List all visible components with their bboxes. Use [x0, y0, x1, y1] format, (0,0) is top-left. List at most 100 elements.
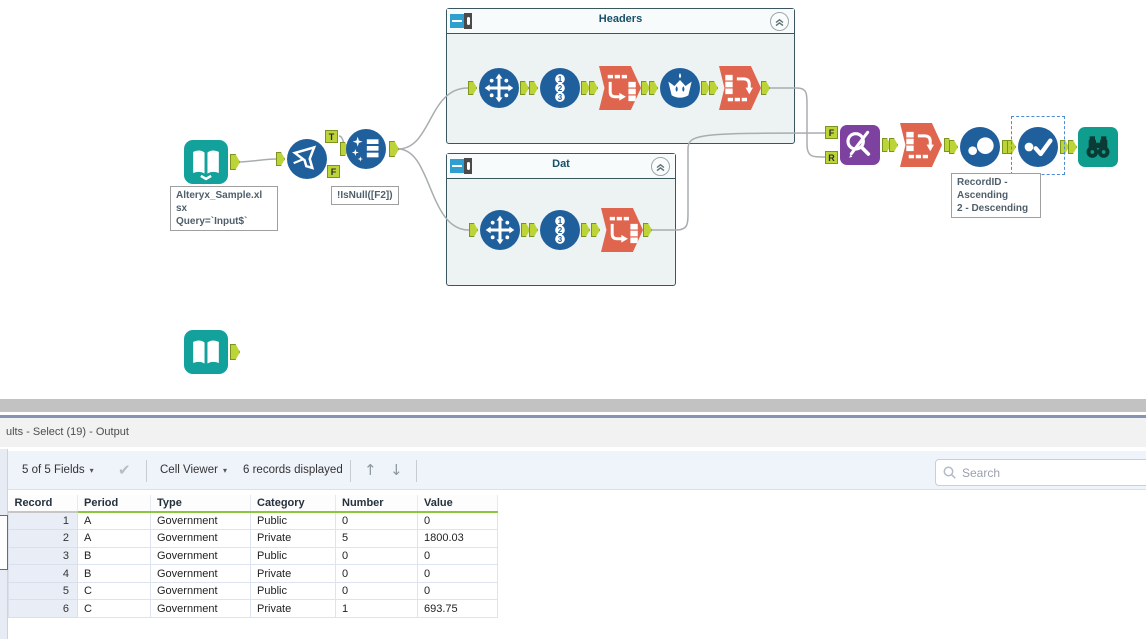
- data-cell[interactable]: Government: [150, 546, 251, 566]
- search-input[interactable]: [962, 461, 1142, 484]
- collapse-container-button[interactable]: [651, 157, 670, 176]
- input-anchor[interactable]: [889, 138, 898, 152]
- column-header-record[interactable]: Record: [8, 495, 78, 513]
- record-number-cell[interactable]: 3: [8, 546, 78, 566]
- input-anchor[interactable]: [1068, 140, 1077, 154]
- input-anchor[interactable]: [468, 81, 477, 95]
- data-cell[interactable]: 0: [335, 581, 418, 601]
- sample-tool[interactable]: [660, 68, 700, 108]
- data-cell[interactable]: Private: [250, 564, 336, 583]
- data-cell[interactable]: Public: [250, 546, 336, 566]
- data-cell[interactable]: 693.75: [417, 599, 498, 619]
- data-cell[interactable]: Government: [150, 511, 251, 531]
- input-anchor[interactable]: [529, 81, 538, 95]
- true-output-anchor[interactable]: T: [325, 130, 338, 143]
- input-anchor[interactable]: [949, 140, 958, 154]
- apply-check-icon[interactable]: ✔: [118, 461, 131, 479]
- data-cell[interactable]: 1800.03: [417, 529, 498, 548]
- crosstab-tool[interactable]: [719, 66, 761, 110]
- record-number-cell[interactable]: 2: [8, 529, 78, 548]
- input-anchor[interactable]: [709, 81, 718, 95]
- input-anchor[interactable]: [591, 223, 600, 237]
- find-replace-tool[interactable]: [840, 125, 880, 165]
- tool-annotation-sort[interactable]: RecordID - Ascending 2 - Descending: [951, 173, 1041, 218]
- data-cell[interactable]: 0: [335, 511, 418, 531]
- sort-tool[interactable]: [960, 127, 1000, 167]
- crosstab-tool[interactable]: [900, 123, 942, 167]
- output-anchor[interactable]: [230, 344, 240, 360]
- input-data-tool[interactable]: [184, 330, 228, 374]
- tool-annotation-filter[interactable]: !IsNull([F2]): [331, 186, 399, 205]
- record-number-cell[interactable]: 4: [8, 564, 78, 583]
- browse-tool[interactable]: [1078, 127, 1118, 167]
- data-cell[interactable]: Private: [250, 529, 336, 548]
- data-cell[interactable]: 0: [335, 546, 418, 566]
- fields-dropdown[interactable]: 5 of 5 Fields▾: [22, 464, 94, 476]
- transpose-tool[interactable]: [601, 208, 643, 252]
- cell-viewer-dropdown[interactable]: Cell Viewer▾: [160, 464, 227, 476]
- replace-input-anchor[interactable]: R: [825, 151, 838, 164]
- column-header-type[interactable]: Type: [150, 495, 251, 513]
- data-cell[interactable]: C: [77, 599, 151, 619]
- data-cell[interactable]: B: [77, 564, 151, 583]
- record-number-cell[interactable]: 5: [8, 581, 78, 601]
- container-header-bar[interactable]: Headers: [447, 9, 794, 34]
- data-cell[interactable]: Public: [250, 581, 336, 601]
- record-id-tool[interactable]: 1 2 3: [540, 68, 580, 108]
- container-enable-toggle[interactable]: [450, 158, 472, 174]
- data-cell[interactable]: 5: [335, 529, 418, 548]
- arrange-arrows-tool[interactable]: [479, 68, 519, 108]
- column-header-category[interactable]: Category: [250, 495, 336, 513]
- record-id-tool[interactable]: 1 2 3: [540, 210, 580, 250]
- data-cell[interactable]: 1: [335, 599, 418, 619]
- transpose-tool[interactable]: [599, 66, 641, 110]
- output-anchor[interactable]: [581, 223, 590, 237]
- collapse-container-button[interactable]: [770, 12, 789, 31]
- data-cell[interactable]: 0: [417, 564, 498, 583]
- output-anchor[interactable]: [520, 81, 529, 95]
- data-cell[interactable]: Government: [150, 599, 251, 619]
- input-data-tool[interactable]: [184, 140, 228, 184]
- output-anchor[interactable]: [761, 81, 770, 95]
- data-cell[interactable]: 0: [417, 546, 498, 566]
- data-cell[interactable]: Government: [150, 581, 251, 601]
- input-anchor[interactable]: [529, 223, 538, 237]
- data-cell[interactable]: 0: [417, 581, 498, 601]
- container-header-bar[interactable]: Dat: [447, 154, 675, 179]
- column-header-value[interactable]: Value: [417, 495, 498, 513]
- column-header-period[interactable]: Period: [77, 495, 151, 513]
- false-output-anchor[interactable]: F: [327, 165, 340, 178]
- column-header-number[interactable]: Number: [335, 495, 418, 513]
- arrow-down-icon[interactable]: ↓: [390, 461, 403, 479]
- workflow-canvas[interactable]: Headers Dat: [0, 0, 1146, 399]
- input-anchor[interactable]: [589, 81, 598, 95]
- results-view-toggle-button[interactable]: [0, 515, 8, 570]
- data-cell[interactable]: A: [77, 529, 151, 548]
- record-number-cell[interactable]: 6: [8, 599, 78, 619]
- data-cell[interactable]: Private: [250, 599, 336, 619]
- record-number-cell[interactable]: 1: [8, 511, 78, 531]
- input-anchor[interactable]: [276, 152, 285, 166]
- data-cell[interactable]: Government: [150, 529, 251, 548]
- output-anchor[interactable]: [230, 154, 240, 170]
- select-tool[interactable]: [1018, 127, 1058, 167]
- data-cell[interactable]: 0: [417, 511, 498, 531]
- container-enable-toggle[interactable]: [450, 13, 472, 29]
- data-cell[interactable]: Public: [250, 511, 336, 531]
- output-anchor[interactable]: [389, 141, 399, 157]
- filter-tool[interactable]: [287, 139, 327, 179]
- tool-annotation-input[interactable]: Alteryx_Sample.xl sx Query=`Input$`: [170, 186, 278, 231]
- data-cell[interactable]: C: [77, 581, 151, 601]
- data-cell[interactable]: 0: [335, 564, 418, 583]
- output-anchor[interactable]: [643, 223, 652, 237]
- window-splitter[interactable]: [0, 399, 1146, 412]
- data-cleansing-tool[interactable]: [346, 129, 386, 169]
- arrange-arrows-tool[interactable]: [480, 210, 520, 250]
